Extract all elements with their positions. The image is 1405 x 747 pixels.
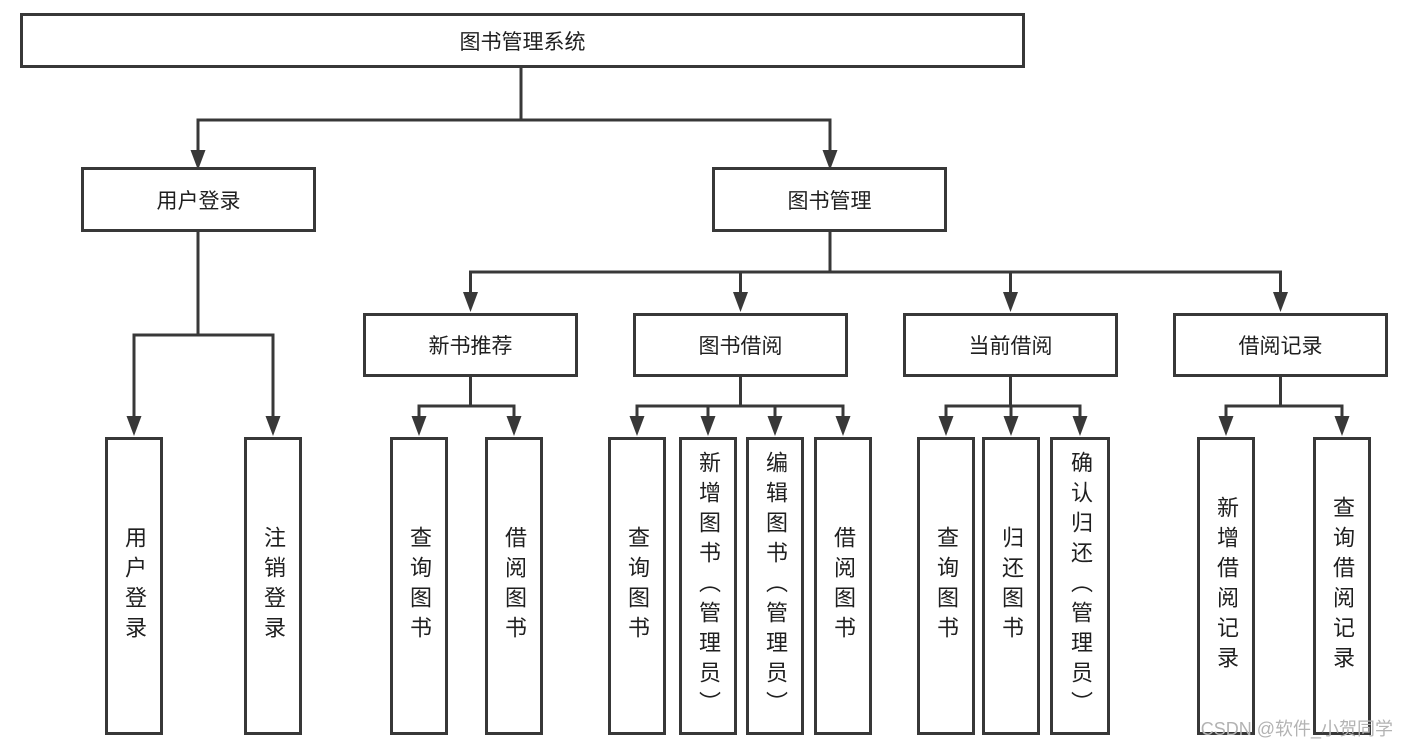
node-user-login-label: 用户登录: [156, 189, 241, 213]
leaf-borrow-books: 借阅图书: [814, 437, 872, 735]
leaf-borrow-books-recommend: 借阅图书: [485, 437, 543, 735]
leaf-query-books-recommend: 查询图书: [390, 437, 448, 735]
arrowhead-icon: [1003, 416, 1019, 436]
leaf-query-borrow-record-label: 查询借阅记录: [1330, 496, 1355, 676]
arrowhead-icon: [733, 292, 748, 312]
leaf-user-login: 用户登录: [105, 437, 163, 735]
arrowhead-icon: [190, 150, 206, 170]
node-library-system-label: 图书管理系统: [459, 30, 586, 54]
leaf-query-borrow-record: 查询借阅记录: [1313, 437, 1371, 735]
node-user-login: 用户登录: [81, 167, 316, 232]
arrowhead-icon: [629, 416, 645, 436]
node-book-management: 图书管理: [712, 167, 947, 232]
leaf-query-books-borrow: 查询图书: [608, 437, 666, 735]
node-book-management-label: 图书管理: [787, 189, 872, 213]
arrowhead-icon: [700, 416, 716, 436]
leaf-query-books-recommend-label: 查询图书: [407, 526, 432, 646]
leaf-add-book-admin: 新增图书（管理员）: [679, 437, 737, 735]
node-current-borrow-label: 当前借阅: [968, 335, 1053, 358]
arrowhead-icon: [1273, 292, 1288, 312]
leaf-confirm-return-admin: 确认归还（管理员）: [1050, 437, 1110, 735]
arrowhead-icon: [1218, 416, 1234, 436]
arrowhead-icon: [463, 292, 478, 312]
leaf-query-books-current-label: 查询图书: [934, 526, 959, 646]
leaf-user-login-label: 用户登录: [122, 526, 147, 646]
arrowhead-icon: [1003, 292, 1018, 312]
node-borrow-records: 借阅记录: [1173, 313, 1388, 377]
node-new-book-recommend: 新书推荐: [363, 313, 578, 377]
node-borrow-records-label: 借阅记录: [1238, 335, 1323, 358]
leaf-add-borrow-record-label: 新增借阅记录: [1214, 496, 1239, 676]
arrowhead-icon: [126, 416, 142, 436]
leaf-edit-book-admin-label: 编辑图书（管理员）: [763, 451, 788, 721]
leaf-confirm-return-admin-label: 确认归还（管理员）: [1068, 451, 1093, 721]
arrowhead-icon: [822, 150, 838, 170]
leaf-logout-label: 注销登录: [261, 526, 286, 646]
arrowhead-icon: [506, 416, 522, 436]
arrowhead-icon: [835, 416, 851, 436]
node-book-borrow: 图书借阅: [633, 313, 848, 377]
leaf-borrow-books-recommend-label: 借阅图书: [502, 526, 527, 646]
leaf-return-books: 归还图书: [982, 437, 1040, 735]
leaf-logout: 注销登录: [244, 437, 302, 735]
leaf-add-book-admin-label: 新增图书（管理员）: [696, 451, 721, 721]
leaf-query-books-borrow-label: 查询图书: [625, 526, 650, 646]
csdn-watermark: CSDN @软件_小贺同学: [1200, 719, 1393, 739]
arrowhead-icon: [1334, 416, 1350, 436]
arrowhead-icon: [767, 416, 783, 436]
node-new-book-recommend-label: 新书推荐: [428, 335, 513, 358]
node-current-borrow: 当前借阅: [903, 313, 1118, 377]
leaf-edit-book-admin: 编辑图书（管理员）: [746, 437, 804, 735]
arrowhead-icon: [938, 416, 954, 436]
leaf-query-books-current: 查询图书: [917, 437, 975, 735]
node-book-borrow-label: 图书借阅: [698, 335, 783, 358]
leaf-return-books-label: 归还图书: [999, 526, 1024, 646]
leaf-borrow-books-label: 借阅图书: [831, 526, 856, 646]
leaf-add-borrow-record: 新增借阅记录: [1197, 437, 1255, 735]
arrowhead-icon: [411, 416, 427, 436]
arrowhead-icon: [1072, 416, 1088, 436]
node-library-system: 图书管理系统: [20, 13, 1025, 68]
arrowhead-icon: [265, 416, 281, 436]
